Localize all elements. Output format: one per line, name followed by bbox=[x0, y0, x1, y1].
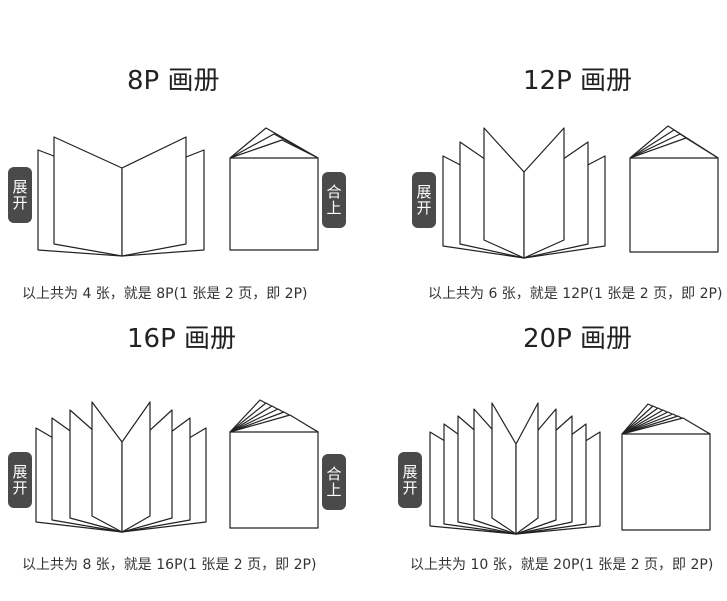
closed-book-20p-illustration bbox=[621, 403, 711, 531]
closed-book-8p-illustration bbox=[229, 127, 319, 251]
panel-title-12p: 12P 画册 bbox=[523, 66, 633, 96]
close-badge-16p: 合上 bbox=[322, 454, 346, 510]
caption-8p: 以上共为 4 张，就是 8P(1 张是 2 页，即 2P) bbox=[22, 286, 308, 302]
open-book-8p-illustration bbox=[37, 136, 205, 257]
open-book-20p-illustration bbox=[429, 402, 601, 535]
caption-20p: 以上共为 10 张，就是 20P(1 张是 2 页，即 2P) bbox=[410, 557, 714, 573]
panel-title-20p: 20P 画册 bbox=[523, 324, 633, 354]
panel-title-16p: 16P 画册 bbox=[127, 324, 237, 354]
open-book-12p-illustration bbox=[442, 127, 606, 259]
panel-title-8p: 8P 画册 bbox=[127, 66, 220, 96]
closed-book-12p-illustration bbox=[629, 125, 719, 253]
open-badge-8p: 展开 bbox=[8, 167, 32, 223]
open-badge-20p: 展开 bbox=[398, 452, 422, 508]
open-badge-16p: 展开 bbox=[8, 452, 32, 508]
open-badge-12p: 展开 bbox=[412, 172, 436, 228]
closed-book-16p-illustration bbox=[229, 399, 319, 529]
close-badge-8p: 合上 bbox=[322, 172, 346, 228]
caption-12p: 以上共为 6 张，就是 12P(1 张是 2 页，即 2P) bbox=[428, 286, 723, 302]
open-book-16p-illustration bbox=[35, 401, 207, 533]
caption-16p: 以上共为 8 张，就是 16P(1 张是 2 页，即 2P) bbox=[22, 557, 317, 573]
